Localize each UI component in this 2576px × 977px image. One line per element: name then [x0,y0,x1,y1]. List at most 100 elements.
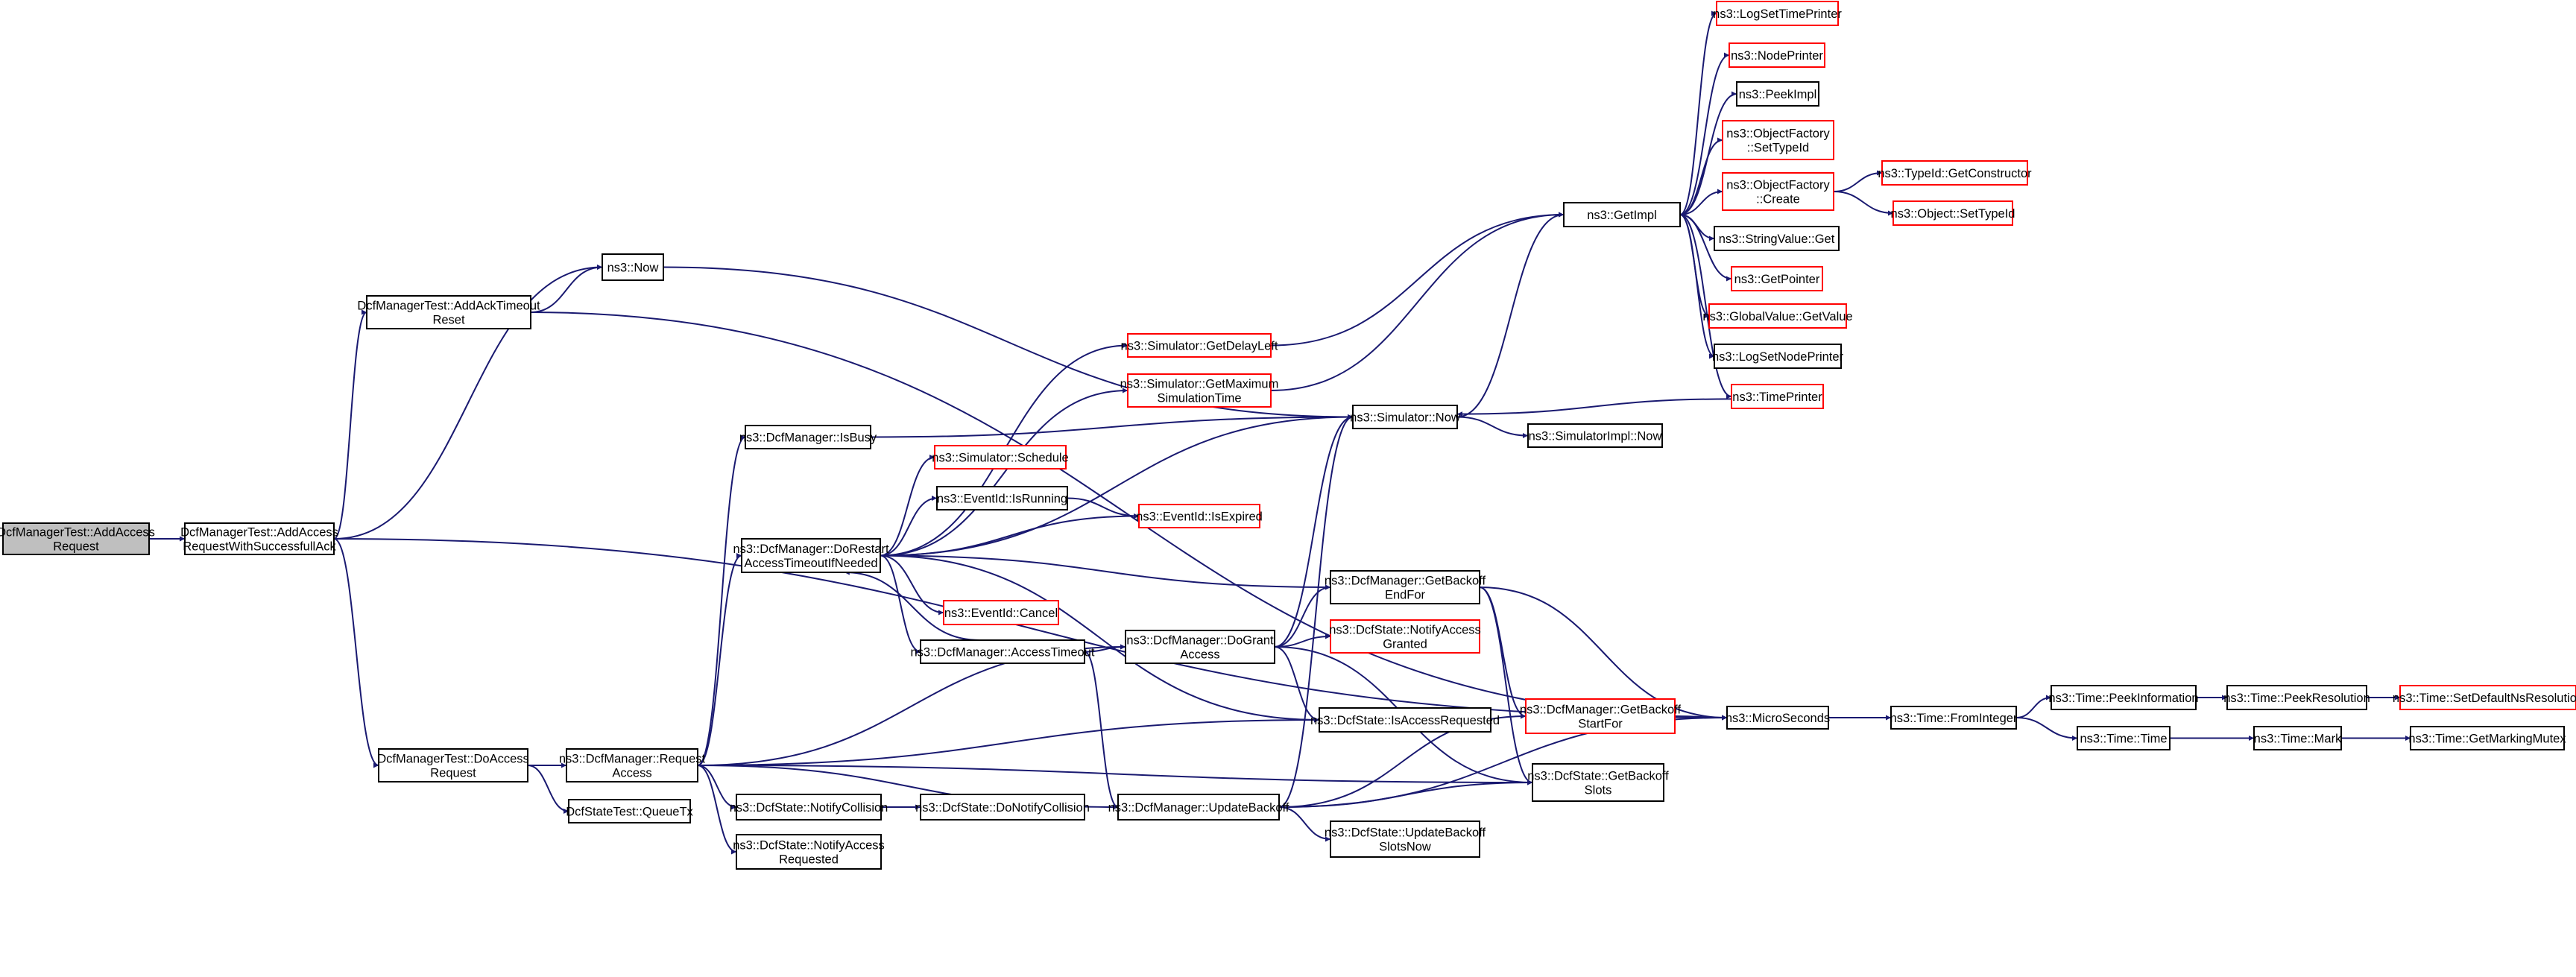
edge-timeFromInteger-to-timeTime [2015,717,2078,741]
edge-simNow-to-simImplNow [1456,416,1529,438]
edge-doRestart-to-isRunning [880,496,938,557]
node-ns3-typeid-getconstructor[interactable]: ns3::TypeId::GetConstructor [1878,160,2032,186]
node-label: ns3::Object::SetTypeId [1891,207,2015,221]
node-box [1330,821,1480,858]
node-label: ns3::ObjectFactory::SetTypeId [1726,127,1830,155]
edge-getBackoffEnd-to-microSeconds [1479,586,1728,721]
node-ns3-objectfactory-settypeid[interactable]: ns3::ObjectFactory::SetTypeId [1722,120,1834,160]
edge-getImpl-to-nodePrinter [1679,52,1730,215]
node-ns3-getpointer[interactable]: ns3::GetPointer [1731,266,1823,291]
node-box [741,538,881,573]
edge-getImpl-to-getPointer [1679,214,1732,282]
node-label: ns3::DcfManager::UpdateBackoff [1108,801,1289,815]
node-ns3-getimpl[interactable]: ns3::GetImpl [1563,202,1681,227]
node-ns3-time-peekinformation[interactable]: ns3::Time::PeekInformation [2048,685,2199,710]
edge-dmRequestAccess-to-doRestart [697,553,742,766]
edge-getDelayLeft-to-getImpl [1270,212,1565,347]
node-ns3-eventid-isrunning[interactable]: ns3::EventId::IsRunning [936,486,1068,510]
node-label: ns3::SimulatorImpl::Now [1529,430,1662,443]
node-box [1714,226,1840,251]
edge-dmRequestAccess-to-notifyAccessReq [697,765,737,855]
edge-updateBackoff-to-simNow [1278,414,1354,808]
edge-addAckTimeout-to-nsNow [530,265,603,313]
edge-accessTimeout-to-updateBackoff [1084,651,1119,810]
node-box [568,799,691,823]
node-ns3-time-setdefaultnsresolution[interactable]: ns3::Time::SetDefaultNsResolution [2393,685,2576,710]
node-ns3-stringvalue-get[interactable]: ns3::StringValue::Get [1714,226,1840,251]
node-label: ns3::Time::SetDefaultNsResolution [2393,692,2576,705]
node-ns3-logsettimeprinter[interactable]: ns3::LogSetTimePrinter [1713,1,1842,26]
node-label: ns3::LogSetTimePrinter [1713,7,1842,21]
node-ns3-dcfstate-donotifycollision[interactable]: ns3::DcfState::DoNotifyCollision [915,794,1090,821]
node-label: ns3::ObjectFactory::Create [1726,179,1830,206]
node-ns3-time-time[interactable]: ns3::Time::Time [2077,726,2171,750]
node-ns3-time-mark[interactable]: ns3::Time::Mark [2253,726,2342,750]
node-ns3-simulator-getdelayleft[interactable]: ns3::Simulator::GetDelayLeft [1121,333,1278,358]
node-ns3-dcfstate-isaccessrequested[interactable]: ns3::DcfState::IsAccessRequested [1310,707,1500,733]
node-dcfstatetest-queuetx[interactable]: DcfStateTest::QueueTx [566,799,694,823]
node-label: ns3::TimePrinter [1732,391,1822,404]
node-ns3-nodeprinter[interactable]: ns3::NodePrinter [1729,42,1825,68]
edge-doGrant-to-getBackoffEnd [1274,584,1331,648]
node-ns3-time-frominteger[interactable]: ns3::Time::FromInteger [1890,706,2018,730]
node-label: ns3::NodePrinter [1731,49,1823,63]
node-label: ns3::DcfState::NotifyCollision [730,801,888,815]
node-ns3-eventid-isexpired[interactable]: ns3::EventId::IsExpired [1136,504,1263,528]
node-ns3-object-settypeid[interactable]: ns3::Object::SetTypeId [1891,200,2015,226]
node-ns3-simulatorimpl-now[interactable]: ns3::SimulatorImpl::Now [1527,423,1663,448]
node-box [1330,570,1480,604]
edge-getMaxSimTime-to-getImpl [1270,212,1565,391]
edge-doRestart-to-simNow [880,414,1354,557]
node-ns3-microseconds[interactable]: ns3::MicroSeconds [1726,706,1830,730]
node-ns3-dcfmanager-accesstimeout[interactable]: ns3::DcfManager::AccessTimeout [911,639,1095,664]
node-label: ns3::EventId::IsExpired [1136,510,1263,524]
node-ns3-dcfstate-notifycollision[interactable]: ns3::DcfState::NotifyCollision [730,794,888,821]
node-box [920,639,1085,664]
node-ns3-globalvalue-getvalue[interactable]: ns3::GlobalValue::GetValue [1702,303,1853,329]
node-ns3-time-getmarkingmutex[interactable]: ns3::Time::GetMarkingMutex [2408,726,2566,750]
node-label: ns3::Simulator::Now [1350,411,1460,425]
node-ns3-time-peekresolution[interactable]: ns3::Time::PeekResolution [2223,685,2370,710]
edge-getImpl-to-logSetTimePrinter [1679,10,1717,215]
node-box [1708,303,1847,329]
node-ns3-eventid-cancel[interactable]: ns3::EventId::Cancel [943,600,1059,625]
node-label: ns3::Simulator::GetDelayLeft [1121,340,1278,353]
edge-getImpl-to-ofCreate [1679,189,1723,215]
node-ns3-dcfmanager-isbusy[interactable]: ns3::DcfManager::IsBusy [739,425,877,449]
node-ns3-simulator-now[interactable]: ns3::Simulator::Now [1350,405,1460,429]
node-ns3-logsetnodeprinter[interactable]: ns3::LogSetNodePrinter [1712,344,1844,369]
node-box [2077,726,2171,750]
edge-updateBackoff-to-updateBackoffSlots [1278,806,1331,842]
node-ns3-objectfactory-create[interactable]: ns3::ObjectFactory::Create [1722,172,1834,211]
node-ns3-simulator-schedule[interactable]: ns3::Simulator::Schedule [932,445,1069,469]
node-box [1881,160,2028,186]
node-box [1352,405,1458,429]
node-box [366,295,531,329]
node-ns3-peekimpl[interactable]: ns3::PeekImpl [1736,81,1819,107]
node-box [1330,619,1480,654]
node-box [1125,630,1275,664]
node-label: ns3::DcfManager::IsBusy [739,431,877,445]
node-ns3-dcfmanager-updatebackoff[interactable]: ns3::DcfManager::UpdateBackoff [1108,794,1289,821]
node-label: ns3::LogSetNodePrinter [1712,350,1844,364]
node-ns3-timeprinter[interactable]: ns3::TimePrinter [1731,384,1824,409]
node-ns3-now[interactable]: ns3::Now [602,253,664,281]
